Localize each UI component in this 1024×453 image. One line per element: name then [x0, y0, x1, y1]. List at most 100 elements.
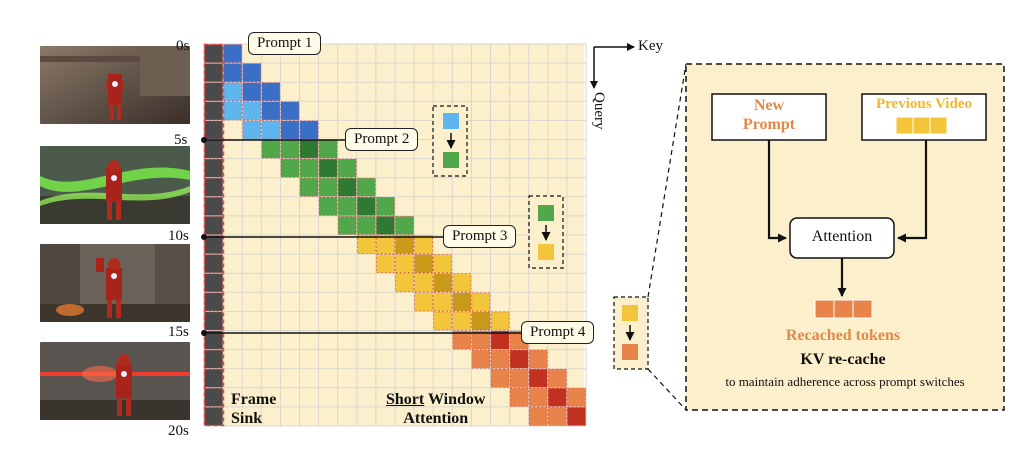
video-frame-5s	[40, 146, 190, 224]
new-prompt-line2: Prompt	[742, 116, 796, 133]
frame-sink-cell	[204, 101, 223, 121]
attention-window-cell	[280, 120, 300, 140]
attention-window-cell	[452, 330, 472, 350]
frame-sink-cell	[204, 120, 223, 140]
previous-video-tokens	[895, 116, 948, 135]
ironman-frame-image	[40, 244, 190, 322]
recached-tokens-blocks	[814, 299, 873, 319]
frame-sink-cell	[204, 63, 223, 82]
attention-window-cell	[318, 158, 338, 178]
attention-window-cell	[547, 368, 567, 388]
attention-window-cell	[223, 82, 243, 102]
attention-window-cell	[433, 292, 453, 312]
attention-window-cell	[318, 197, 338, 216]
time-label-5s: 5s	[174, 132, 188, 148]
attention-window-cell	[433, 254, 453, 274]
frame-sink-cell	[204, 216, 223, 235]
panel-arrows	[767, 140, 928, 297]
attention-window-cell	[299, 120, 319, 140]
frame-sink-cell	[204, 254, 223, 274]
attention-window-cell	[395, 216, 414, 235]
ironman-frame-image	[40, 46, 190, 124]
attention-window-cell	[261, 82, 281, 102]
frame-sink-line1: Frame	[231, 391, 277, 408]
zoom-connector-lines	[647, 63, 687, 411]
attention-window-cell	[528, 407, 548, 426]
short-window-caption: Short Window Attention	[386, 390, 485, 428]
attention-window-cell	[395, 273, 414, 293]
attention-window-cell	[261, 101, 281, 121]
window-word: Window	[424, 391, 486, 408]
frame-sink-cell	[204, 349, 223, 369]
attention-window-cell	[242, 101, 262, 121]
kv-recache-title: KV re-cache	[800, 351, 886, 368]
frame-sink-cell	[204, 235, 223, 254]
attention-window-cell	[299, 139, 319, 159]
key-axis-label: Key	[638, 38, 663, 54]
prompt-2-label: Prompt 2	[345, 128, 419, 151]
time-label-10s: 10s	[168, 228, 189, 244]
attention-window-cell	[356, 216, 376, 235]
frame-sink-cell	[204, 82, 223, 102]
time-label-0s: 0s	[176, 38, 190, 54]
attention-window-cell	[528, 349, 548, 369]
attention-window-cell	[261, 120, 281, 140]
prompt-4-label: Prompt 4	[521, 321, 595, 344]
frame-sink-cell	[204, 273, 223, 293]
previous-video-label: Previous Video	[876, 96, 972, 112]
attention-window-cell	[337, 177, 357, 197]
attention-window-cell	[356, 177, 376, 197]
video-frame-10s	[40, 244, 190, 322]
short-word: Short	[386, 391, 425, 408]
frame-sink-cell	[204, 158, 223, 178]
new-prompt-box	[711, 93, 827, 141]
attention-window-cell	[223, 101, 243, 121]
attention-window-cell	[242, 120, 262, 140]
attention-window-cell	[509, 368, 529, 388]
attention-window-cell	[433, 273, 453, 293]
attention-window-cell	[452, 292, 472, 312]
attention-window-cell	[356, 197, 376, 216]
attention-window-cell	[395, 254, 414, 274]
attention-node-label: Attention	[811, 228, 873, 245]
frame-sink-cell	[204, 197, 223, 216]
attention-window-cell	[356, 235, 376, 254]
new-prompt-label: New Prompt	[712, 96, 826, 134]
attention-word: Attention	[403, 410, 469, 427]
attention-window-cell	[242, 82, 262, 102]
attention-window-cell	[376, 254, 395, 274]
prompt-1-label: Prompt 1	[248, 32, 322, 55]
attention-window-cell	[395, 235, 414, 254]
frame-sink-cell	[204, 177, 223, 197]
attention-window-cell	[471, 292, 491, 312]
attention-window-cell	[509, 387, 529, 407]
attention-window-cell	[452, 311, 472, 331]
attention-window-cell	[490, 311, 510, 331]
attention-window-cell	[509, 349, 529, 369]
attention-window-cell	[337, 197, 357, 216]
attention-window-cell	[414, 292, 434, 312]
attention-window-cell	[414, 273, 434, 293]
attention-window-cell	[547, 407, 567, 426]
attention-window-cell	[242, 63, 262, 82]
attention-window-cell	[471, 311, 491, 331]
attention-cells	[204, 44, 586, 426]
time-separator-dots	[201, 137, 207, 336]
prompt-switch-indicator-3	[528, 195, 564, 269]
frame-sink-line2: Sink	[231, 410, 263, 427]
attention-window-cell	[376, 235, 395, 254]
attention-grid-lines	[203, 43, 587, 427]
attention-window-cell	[547, 387, 567, 407]
ironman-frame-image	[40, 146, 190, 224]
frame-sink-cell	[204, 311, 223, 331]
recached-tokens-label: Recached tokens	[785, 327, 901, 344]
time-label-15s: 15s	[168, 324, 189, 340]
attention-window-cell	[471, 330, 491, 350]
attention-window-cell	[490, 330, 510, 350]
frame-sink-caption: Frame Sink	[231, 390, 276, 428]
attention-window-cell	[490, 368, 510, 388]
attention-window-cell	[490, 349, 510, 369]
attention-window-cell	[471, 349, 491, 369]
time-label-20s: 20s	[168, 423, 189, 439]
